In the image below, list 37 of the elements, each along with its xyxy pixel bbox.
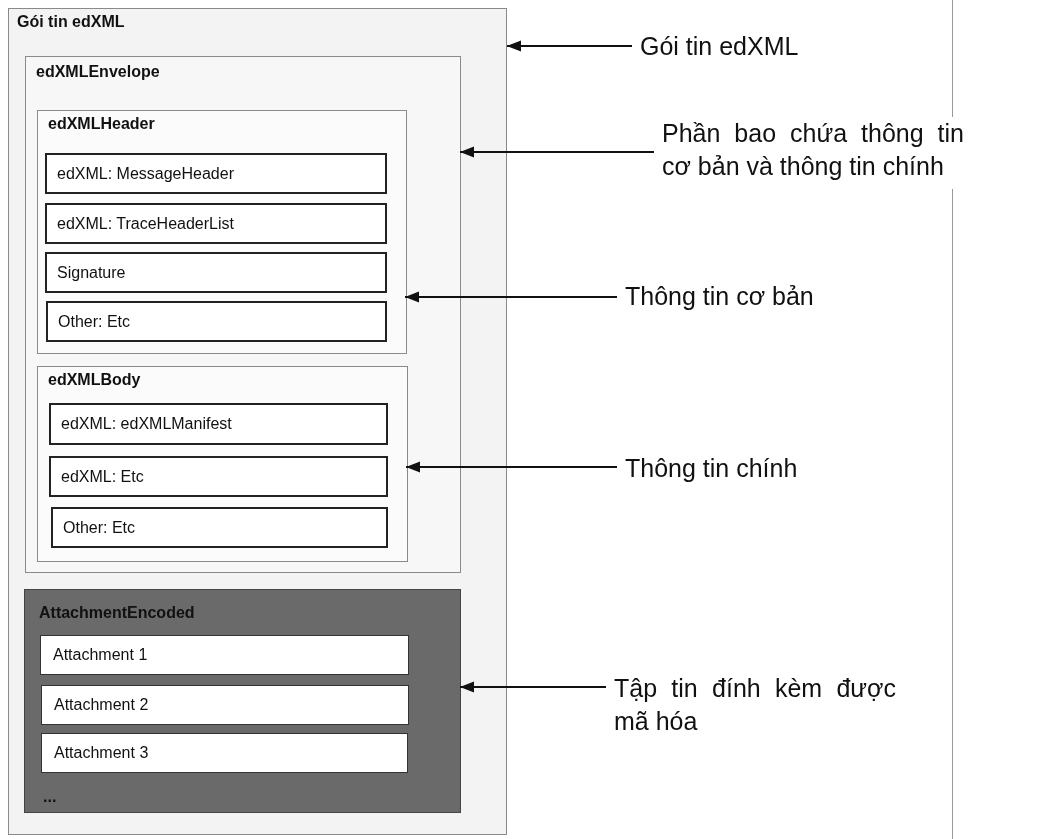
element-box [45, 203, 387, 244]
container-box [8, 8, 507, 835]
container-heading: edXMLHeader [48, 115, 155, 133]
arrow [404, 291, 618, 303]
element-box [45, 153, 387, 194]
container-box [24, 589, 461, 813]
element-label: Attachment 1 [53, 646, 148, 664]
element-label: Signature [57, 263, 126, 282]
element-label: edXML: TraceHeaderList [57, 214, 234, 233]
element-label: Attachment 2 [54, 696, 149, 714]
element-box [49, 403, 388, 445]
arrow [405, 461, 618, 473]
element-box [46, 301, 387, 342]
container-heading: Gói tin edXML [17, 13, 125, 31]
element-label: Attachment 3 [54, 744, 149, 762]
container-heading: AttachmentEncoded [39, 604, 195, 622]
element-label: Other: Etc [58, 312, 131, 331]
arrow [459, 146, 655, 158]
annotation-text: Phần bao chứa thông tin cơ bản và thông tin chính [662, 117, 964, 189]
container-box [37, 366, 408, 562]
container-box [37, 110, 407, 354]
element-label: edXML: edXMLManifest [61, 415, 232, 433]
element-box [45, 252, 387, 293]
element-box [40, 635, 409, 675]
element-box [49, 456, 388, 497]
element-box [41, 733, 408, 773]
element-box [41, 685, 409, 725]
arrow [506, 40, 633, 52]
element-label: Other: Etc [63, 518, 136, 537]
container-heading: edXMLBody [48, 371, 141, 389]
element-label: edXML: MessageHeader [57, 164, 234, 183]
arrow [459, 681, 607, 693]
container-box [25, 56, 461, 573]
ellipsis-text: ... [43, 788, 57, 806]
element-label: edXML: Etc [61, 467, 144, 486]
element-box [51, 507, 388, 548]
container-heading: edXMLEnvelope [36, 63, 160, 81]
